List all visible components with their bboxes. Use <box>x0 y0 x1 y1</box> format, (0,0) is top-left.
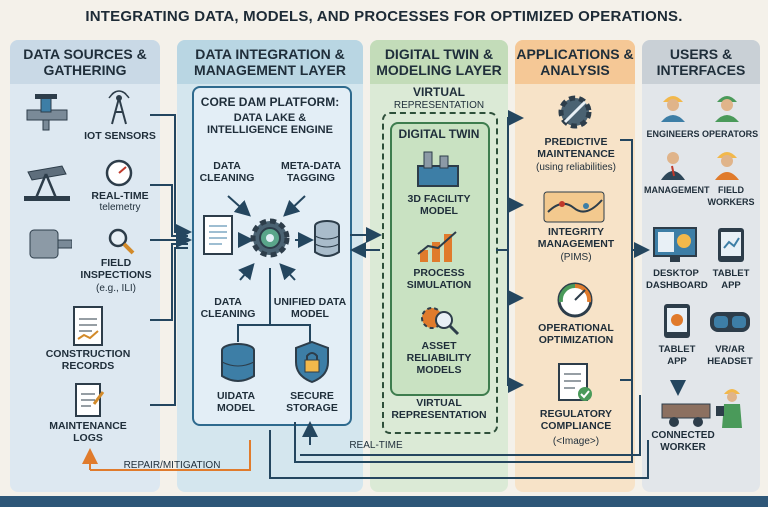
virtual-top-label: VIRTUAL <box>413 85 465 99</box>
connected-worker-icon <box>660 384 752 435</box>
real-time-label: REAL-TIME <box>91 190 149 202</box>
twin-header: DIGITAL TWIN & MODELING LAYER <box>370 40 508 84</box>
virtual-bottom-label: VIRTUAL REPRESENTATION <box>391 397 487 421</box>
factory-icon <box>414 148 462 193</box>
data-cleaning-top-label: DATA CLEANING <box>199 160 255 184</box>
operators-label: OPERATORS <box>702 129 759 139</box>
predictive-sub-label: (using reliabilities) <box>535 162 617 173</box>
secure-lock-icon <box>292 340 332 389</box>
bar-chart-icon <box>416 228 462 269</box>
telemetry-label: telemetry <box>99 202 141 213</box>
magnifier-icon <box>106 226 136 261</box>
gear-icon <box>244 212 296 269</box>
maintenance-logs-label: MAINTENANCE LOGS <box>49 420 127 444</box>
optimization-label: OPERATIONAL OPTIMIZATION <box>538 322 614 346</box>
integrity-sub-label: (PIMS) <box>560 252 592 263</box>
apps-header: APPLICATIONS & ANALYSIS <box>515 40 635 84</box>
vr-label: VR/AR HEADSET <box>707 344 753 367</box>
tablet1-label: TABLET APP <box>712 268 750 291</box>
pumpjack-icon <box>22 160 72 207</box>
metadata-tagging-label: META-DATA TAGGING <box>280 160 342 184</box>
data-file-icon <box>200 214 240 265</box>
uidata-model-label: UIDATA MODEL <box>216 390 256 414</box>
gauge-icon <box>104 158 134 193</box>
secure-storage-label: SECURE STORAGE <box>286 390 338 414</box>
representation-top-label: REPRESENTATION <box>393 100 485 111</box>
storage-tank-icon <box>24 224 73 267</box>
repair-mitigation-label: REPAIR/MITIGATION <box>123 460 221 471</box>
connected-worker-label: CONNECTED WORKER <box>651 430 715 453</box>
facility-label: 3D FACILITY MODEL <box>407 193 471 217</box>
real-time-flow-label: REAL-TIME <box>349 440 403 451</box>
field-worker-avatar-icon <box>712 148 742 185</box>
users-header: USERS & INTERFACES <box>642 40 760 84</box>
database-cylinder-icon <box>218 342 258 391</box>
simulation-label: PROCESS SIMULATION <box>406 267 472 291</box>
regulatory-label: REGULATORY COMPLIANCE <box>539 408 613 432</box>
maintenance-gear-icon <box>555 92 595 137</box>
desktop-label: DESKTOP DASHBOARD <box>646 268 708 291</box>
integration-header: DATA INTEGRATION & MANAGEMENT LAYER <box>177 40 363 84</box>
vr-headset-icon <box>708 306 752 341</box>
core-dam-subtitle: DATA LAKE & INTELLIGENCE ENGINE <box>207 112 333 136</box>
clipboard-icon <box>72 380 106 425</box>
manager-avatar-icon <box>658 148 688 185</box>
engineers-label: ENGINEERS <box>646 129 700 139</box>
engineer-avatar-icon <box>658 90 688 127</box>
digital-twin-outer <box>382 112 498 434</box>
field-workers-label: FIELD WORKERS <box>707 185 755 207</box>
antenna-icon <box>104 90 134 131</box>
predictive-label: PREDICTIVE MAINTENANCE <box>537 136 615 160</box>
integrity-label: INTEGRITY MANAGEMENT <box>537 226 615 250</box>
reliability-label: ASSET RELIABILITY MODELS <box>406 340 472 376</box>
desktop-monitor-icon <box>652 226 698 271</box>
field-inspections-label: FIELD INSPECTIONS <box>80 257 152 281</box>
core-dam-title: CORE DAM PLATFORM: <box>200 95 340 109</box>
construction-records-label: CONSTRUCTION RECORDS <box>45 348 131 372</box>
ili-label: (e.g., ILI) <box>95 283 136 294</box>
speedometer-icon <box>553 278 597 323</box>
kpi-document-icon <box>70 305 106 352</box>
tablet-icon <box>716 226 746 271</box>
page-title: INTEGRATING DATA, MODELS, AND PROCESSES … <box>85 8 683 25</box>
unified-data-model-label: UNIFIED DATA MODEL <box>273 296 347 320</box>
database-icon <box>312 220 342 265</box>
pipeline-map-icon <box>542 188 606 229</box>
iot-sensors-label: IOT SENSORS <box>84 130 156 142</box>
gear-magnifier-icon <box>416 302 462 343</box>
tablet2-label: TABLET APP <box>658 344 696 367</box>
bottom-band <box>0 496 768 507</box>
regulatory-sub-label: (<Image>) <box>552 436 600 447</box>
tablet-app-icon <box>662 302 692 347</box>
pipeline-valve-icon <box>25 88 69 137</box>
management-label: MANAGEMENT <box>644 185 710 195</box>
sources-header: DATA SOURCES & GATHERING <box>10 40 160 84</box>
checklist-icon <box>555 360 595 409</box>
operator-avatar-icon <box>712 90 742 127</box>
digital-twin-title: DIGITAL TWIN <box>398 127 480 141</box>
data-cleaning-bottom-label: DATA CLEANING <box>200 296 256 320</box>
